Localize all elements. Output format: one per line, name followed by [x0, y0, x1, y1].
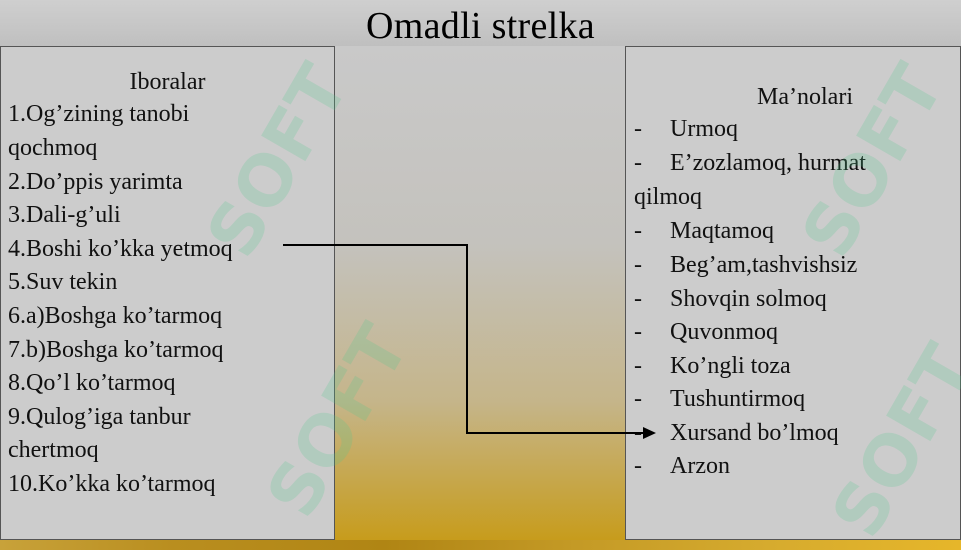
phrase-line: 7.b)Boshga ko’tarmoq [8, 337, 224, 363]
meaning-text: Quvonmoq [670, 319, 778, 345]
meaning-item: - Quvonmoq [634, 315, 778, 349]
phrase-line: 4.Boshi ko’kka yetmoq [8, 236, 233, 262]
meaning-item: qilmoq [634, 180, 702, 214]
top-band [0, 0, 961, 46]
meanings-panel: Ma’nolari - Urmoq - E’zozlamoq, hurmat qil… [625, 46, 961, 540]
meaning-item: - Beg’am,tashvishsiz [634, 248, 857, 282]
slide-title: Omadli strelka [366, 5, 595, 47]
meanings-heading: Ma’nolari [757, 84, 853, 110]
meaning-item: - Tushuntirmoq [634, 382, 805, 416]
dash-marker: - [634, 150, 642, 176]
phrase-line: chertmoq [8, 437, 99, 463]
meaning-text: E’zozlamoq, hurmat [670, 150, 866, 176]
meaning-text: Shovqin solmoq [670, 286, 827, 312]
meaning-text: Urmoq [670, 116, 738, 142]
phrase-line: qochmoq [8, 135, 98, 161]
phrase-line: 5.Suv tekin [8, 269, 118, 295]
dash-marker: - [634, 319, 642, 345]
meaning-item: - Maqtamoq [634, 214, 774, 248]
center-background [334, 46, 625, 540]
dash-marker: - [634, 218, 642, 244]
meaning-item: - Urmoq [634, 112, 738, 146]
phrase-line: 10.Ko’kka ko’tarmoq [8, 471, 216, 497]
phrase-line: 9.Qulog’iga tanbur [8, 404, 191, 430]
meaning-item: - Shovqin solmoq [634, 282, 827, 316]
meaning-text: Maqtamoq [670, 218, 774, 244]
meaning-text: qilmoq [634, 184, 703, 210]
meaning-text: Beg’am,tashvishsiz [670, 252, 858, 278]
arrow-head [643, 427, 656, 439]
phrase-line: 6.a)Boshga ko’tarmoq [8, 303, 223, 329]
dash-marker: - [634, 116, 642, 142]
meaning-item: - E’zozlamoq, hurmat [634, 146, 866, 180]
phrase-line: 8.Qo’l ko’tarmoq [8, 370, 176, 396]
dash-marker: - [634, 453, 642, 479]
phrase-line: 3.Dali-g’uli [8, 202, 121, 228]
phrase-line: 1.Og’zining tanobi [8, 101, 190, 127]
meaning-text: Ko’ngli toza [670, 353, 791, 379]
dash-marker: - [634, 252, 642, 278]
dash-marker: - [634, 386, 642, 412]
meaning-text: Tushuntirmoq [670, 386, 806, 412]
phrases-heading: Iboralar [129, 69, 206, 95]
meaning-item: - Ko’ngli toza [634, 349, 791, 383]
dash-marker: - [634, 353, 642, 379]
phrase-line: 2.Do’ppis yarimta [8, 169, 183, 195]
dash-marker: - [634, 286, 642, 312]
meaning-text: Arzon [670, 453, 730, 479]
arrow-line [283, 244, 645, 434]
meaning-item: -Xursand bo’lmoq [634, 416, 839, 450]
meaning-text: Xursand bo’lmoq [670, 420, 839, 446]
meaning-item: - Arzon [634, 449, 730, 483]
phrases-panel: Iboralar 1.Og’zining tanobi qochmoq 2.Do… [0, 46, 335, 540]
